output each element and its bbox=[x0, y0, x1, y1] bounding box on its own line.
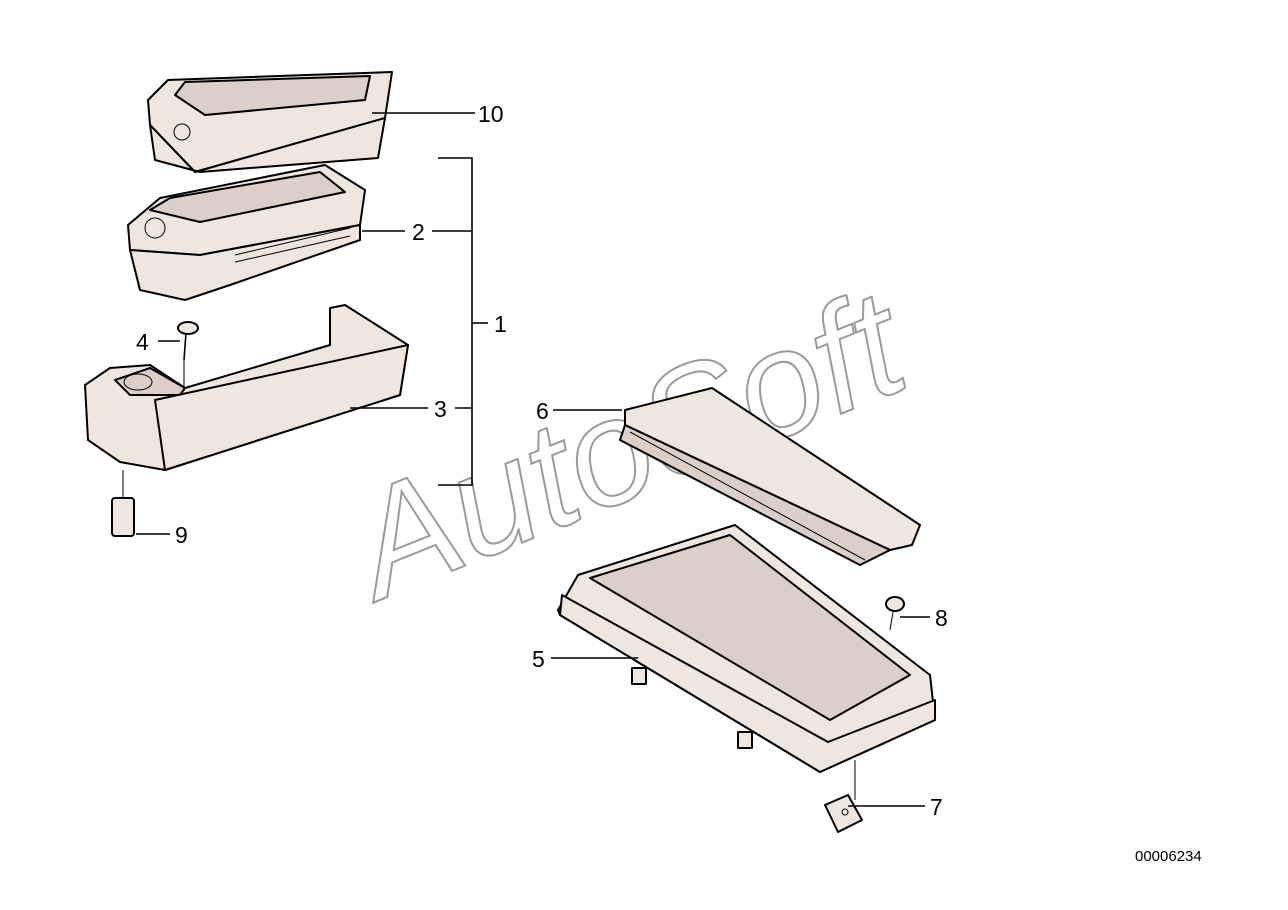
part-3-housing bbox=[84, 304, 409, 471]
part-4-screw bbox=[177, 321, 199, 390]
part-8-clip bbox=[885, 596, 905, 631]
part-9-bulb-holder bbox=[111, 470, 135, 537]
callout-7: 7 bbox=[930, 794, 943, 820]
callout-6: 6 bbox=[536, 398, 549, 424]
figure-id: 00006234 bbox=[1135, 848, 1202, 865]
callout-8: 8 bbox=[935, 605, 948, 631]
callout-9: 9 bbox=[175, 522, 188, 548]
callout-1: 1 bbox=[494, 311, 507, 337]
part-2-holder bbox=[127, 164, 366, 301]
callout-3: 3 bbox=[434, 396, 447, 422]
part-10-tray-insert bbox=[147, 71, 393, 173]
callout-10: 10 bbox=[478, 101, 504, 127]
part-7-nut-plate bbox=[824, 794, 863, 833]
part-6-cover bbox=[619, 387, 921, 566]
callout-5: 5 bbox=[532, 646, 545, 672]
callout-4: 4 bbox=[136, 329, 149, 355]
callout-2: 2 bbox=[412, 219, 425, 245]
part-5-console bbox=[557, 524, 936, 800]
